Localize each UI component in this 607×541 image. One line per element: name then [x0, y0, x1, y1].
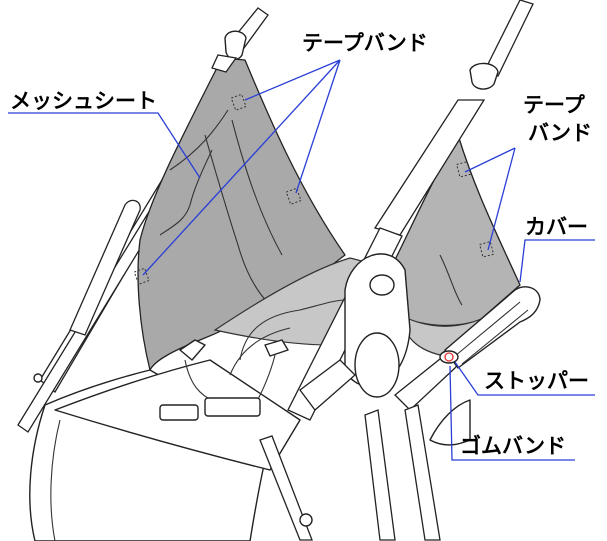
tape-band-5 [479, 241, 495, 258]
left-handle [211, 7, 269, 73]
label-stopper: ストッパー [484, 369, 589, 393]
tape-band-1 [230, 93, 247, 111]
harness-buckle [159, 299, 346, 421]
hinge-joint [299, 253, 411, 411]
stopper [439, 350, 459, 364]
label-tape-band-right-1: テープ [523, 93, 586, 117]
stopper-highlight [444, 352, 454, 362]
right-handle [287, 0, 534, 421]
tape-band-2 [285, 187, 302, 205]
label-rubber-band: ゴムバンド [460, 434, 566, 458]
mesh-sheet-right [389, 134, 521, 356]
label-tape-band-right-2: バンド [528, 121, 592, 145]
tape-band-3 [133, 267, 150, 285]
right-frame [259, 353, 471, 541]
tape-band-4 [456, 161, 472, 178]
label-tape-band-top: テープバンド [302, 31, 428, 55]
label-cover: カバー [525, 215, 588, 239]
leader-lines [8, 59, 595, 461]
label-mesh-sheet: メッシュシート [10, 89, 157, 113]
cover [444, 286, 541, 369]
labels: テープバンド メッシュシート テープ バンド カバー ストッパー ゴムバンド [10, 31, 592, 458]
